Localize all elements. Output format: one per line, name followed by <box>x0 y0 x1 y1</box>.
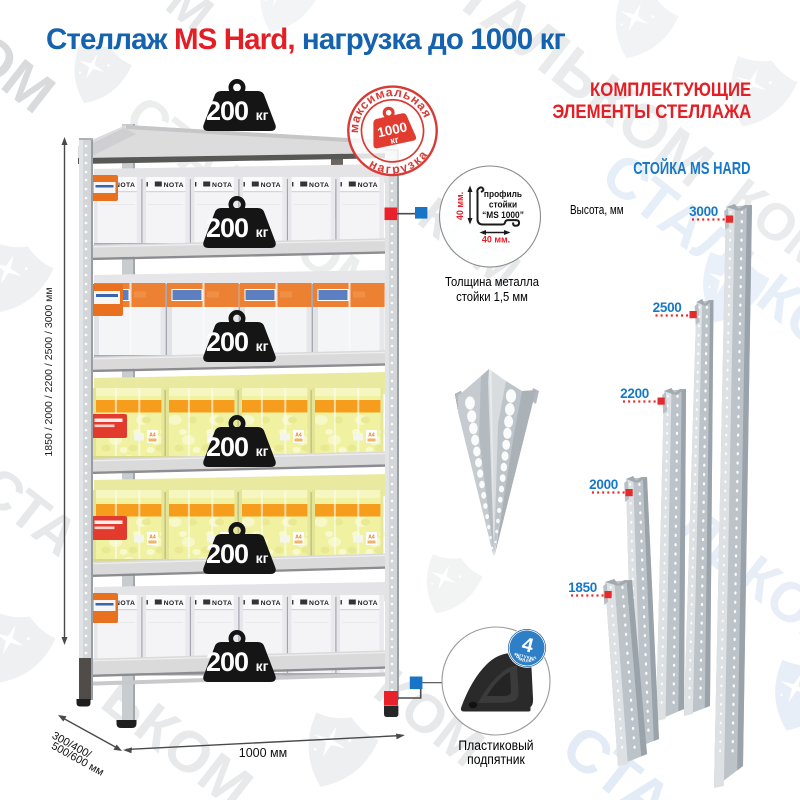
svg-text:NOTA: NOTA <box>309 600 329 607</box>
svg-text:1000 мм: 1000 мм <box>239 746 287 760</box>
svg-text:A4: A4 <box>149 433 156 439</box>
svg-text:40 мм.: 40 мм. <box>482 235 510 245</box>
svg-text:кг: кг <box>256 338 269 354</box>
svg-text:2500: 2500 <box>653 300 682 315</box>
svg-text:1850 / 2000 / 2200 / 2500 / 30: 1850 / 2000 / 2200 / 2500 / 3000 мм <box>43 287 55 456</box>
svg-text:1000: 1000 <box>376 119 409 140</box>
svg-text:NOTA: NOTA <box>115 600 135 607</box>
svg-text:кг: кг <box>389 134 399 146</box>
svg-text:стойки: стойки <box>489 199 517 210</box>
svg-text:200: 200 <box>206 539 248 569</box>
svg-text:штуки: штуки <box>516 653 533 662</box>
svg-text:40 мм.: 40 мм. <box>455 192 465 220</box>
svg-text:NOTA: NOTA <box>115 182 135 189</box>
svg-text:3000: 3000 <box>689 204 718 219</box>
svg-text:СТАЛЬКОМ: СТАЛЬКОМ <box>550 711 800 800</box>
svg-text:1850: 1850 <box>568 580 597 595</box>
svg-text:A4: A4 <box>295 535 302 541</box>
svg-text:кг: кг <box>256 550 269 566</box>
svg-text:кг: кг <box>256 443 269 459</box>
svg-text:кг: кг <box>256 658 269 674</box>
svg-text:NOTA: NOTA <box>261 600 281 607</box>
svg-text:СТА: СТА <box>0 455 89 568</box>
svg-text:NOTA: NOTA <box>164 600 184 607</box>
svg-text:A4: A4 <box>368 535 375 541</box>
svg-text:A4: A4 <box>368 433 375 439</box>
svg-text:A4: A4 <box>295 433 302 439</box>
svg-text:200: 200 <box>206 96 248 126</box>
svg-text:200: 200 <box>206 213 248 243</box>
svg-text:NOTA: NOTA <box>309 182 329 189</box>
svg-text:2200: 2200 <box>620 386 649 401</box>
svg-text:NOTA: NOTA <box>212 182 232 189</box>
svg-text:NOTA: NOTA <box>212 600 232 607</box>
svg-text:A4: A4 <box>149 535 156 541</box>
svg-text:200: 200 <box>206 327 248 357</box>
svg-text:NOTA: NOTA <box>358 600 378 607</box>
svg-text:200: 200 <box>206 432 248 462</box>
svg-text:кг: кг <box>256 224 269 240</box>
svg-text:профиль: профиль <box>484 189 523 200</box>
svg-text:“MS 1000”: “MS 1000” <box>482 210 524 221</box>
svg-text:NOTA: NOTA <box>164 182 184 189</box>
svg-text:NOTA: NOTA <box>358 182 378 189</box>
svg-text:кг: кг <box>256 107 269 123</box>
svg-text:NOTA: NOTA <box>261 182 281 189</box>
svg-text:2000: 2000 <box>589 477 618 492</box>
svg-text:ЬКОМ: ЬКОМ <box>90 665 264 800</box>
svg-text:200: 200 <box>206 647 248 677</box>
